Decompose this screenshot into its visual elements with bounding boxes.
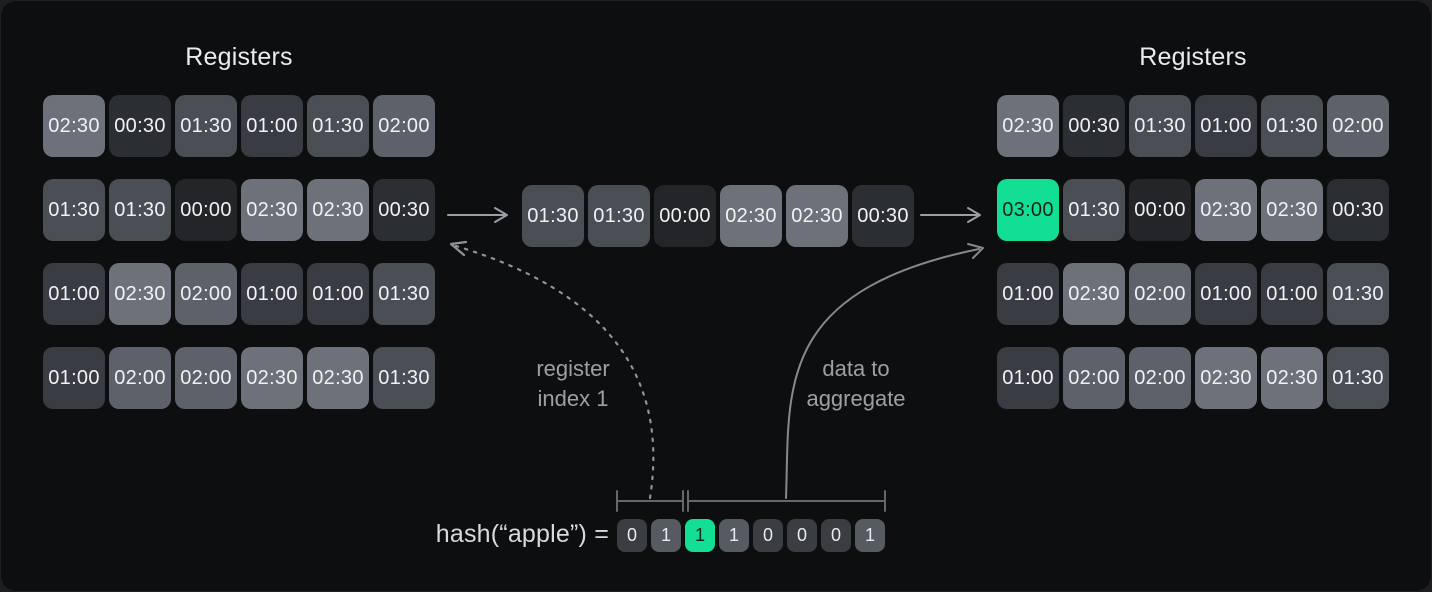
register-index-label: register index 1 (483, 354, 663, 414)
register-cell: 01:30 (588, 185, 650, 247)
register-cell: 02:00 (1129, 263, 1191, 325)
data-to-aggregate-label: data to aggregate (766, 354, 946, 414)
register-cell: 00:00 (1129, 179, 1191, 241)
register-cell: 02:00 (175, 263, 237, 325)
register-cell: 00:30 (852, 185, 914, 247)
register-cell: 02:30 (241, 179, 303, 241)
register-cell: 01:00 (43, 263, 105, 325)
register-cell: 01:30 (175, 95, 237, 157)
register-cell: 01:00 (307, 263, 369, 325)
hash-bit: 0 (617, 519, 647, 552)
bit-bracket-data (687, 490, 886, 512)
register-cell: 00:30 (1327, 179, 1389, 241)
register-cell: 02:30 (43, 95, 105, 157)
register-cell: 01:30 (1129, 95, 1191, 157)
register-cell: 02:30 (1261, 179, 1323, 241)
register-cell: 02:30 (307, 179, 369, 241)
register-cell: 02:30 (786, 185, 848, 247)
register-cell: 01:00 (997, 263, 1059, 325)
register-cell: 01:30 (1063, 179, 1125, 241)
register-cell: 00:30 (373, 179, 435, 241)
register-cell: 00:30 (1063, 95, 1125, 157)
data-to-aggregate-label-line1: data to (822, 356, 890, 381)
register-cell: 01:00 (1261, 263, 1323, 325)
register-cell: 02:00 (1063, 347, 1125, 409)
register-cell: 02:30 (307, 347, 369, 409)
register-cell: 02:30 (997, 95, 1059, 157)
register-cell: 02:30 (1063, 263, 1125, 325)
register-cell: 02:00 (1129, 347, 1191, 409)
bit-bracket-register-index (616, 490, 684, 512)
register-cell: 01:30 (43, 179, 105, 241)
hash-expression-label: hash(“apple”) = (435, 520, 609, 548)
register-cell: 01:30 (109, 179, 171, 241)
register-index-label-line2: index 1 (537, 386, 609, 411)
register-cell: 03:00 (997, 179, 1059, 241)
left-registers-title: Registers (185, 43, 293, 71)
register-cell: 00:30 (109, 95, 171, 157)
register-cell: 01:00 (1195, 263, 1257, 325)
register-cell: 00:00 (654, 185, 716, 247)
register-cell: 02:30 (1261, 347, 1323, 409)
hash-bit: 0 (753, 519, 783, 552)
register-cell: 02:00 (175, 347, 237, 409)
data-to-aggregate-label-line2: aggregate (806, 386, 906, 411)
register-cell: 02:00 (1327, 95, 1389, 157)
register-cell: 02:30 (1195, 347, 1257, 409)
register-cell: 01:00 (43, 347, 105, 409)
register-cell: 02:00 (373, 95, 435, 157)
register-cell: 01:00 (241, 263, 303, 325)
register-cell: 01:00 (241, 95, 303, 157)
hash-bit: 1 (855, 519, 885, 552)
register-cell: 02:30 (720, 185, 782, 247)
register-cell: 00:00 (175, 179, 237, 241)
right-registers-title: Registers (1139, 43, 1247, 71)
register-index-label-line1: register (536, 356, 610, 381)
register-cell: 01:00 (997, 347, 1059, 409)
register-cell: 01:30 (373, 347, 435, 409)
hash-bit: 1 (651, 519, 681, 552)
register-cell: 02:00 (109, 347, 171, 409)
hash-bit-highlighted: 1 (685, 519, 715, 552)
register-cell: 02:30 (109, 263, 171, 325)
hash-bit: 0 (787, 519, 817, 552)
register-cell: 01:00 (1195, 95, 1257, 157)
register-cell: 01:30 (1327, 263, 1389, 325)
hash-bit: 1 (719, 519, 749, 552)
register-cell: 02:30 (1195, 179, 1257, 241)
register-cell: 02:30 (241, 347, 303, 409)
register-cell: 01:30 (1327, 347, 1389, 409)
hash-bit: 0 (821, 519, 851, 552)
arrow-middle-to-right (920, 207, 981, 223)
register-cell: 01:30 (1261, 95, 1323, 157)
register-cell: 01:30 (522, 185, 584, 247)
register-cell: 01:30 (307, 95, 369, 157)
arrow-left-to-middle (447, 207, 508, 223)
register-cell: 01:30 (373, 263, 435, 325)
